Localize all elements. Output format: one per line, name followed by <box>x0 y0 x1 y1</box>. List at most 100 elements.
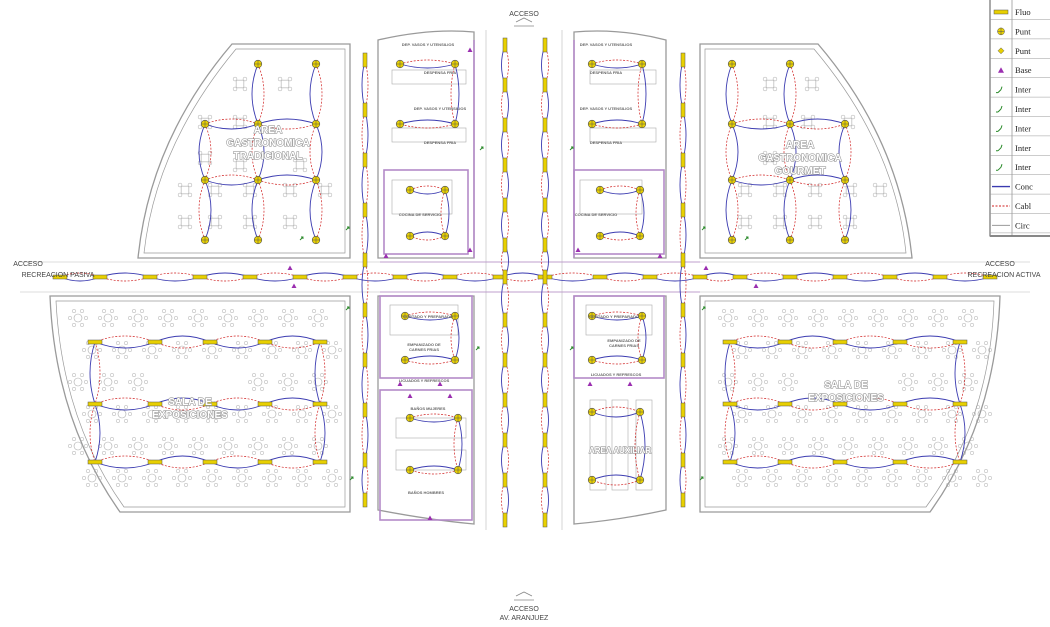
cable-segment <box>899 403 961 411</box>
fluorescent-icon <box>502 269 508 285</box>
wall-central-upper-right <box>573 30 667 259</box>
round-table-set <box>141 469 163 487</box>
table-set <box>842 214 858 230</box>
cable-segment <box>257 123 317 130</box>
fluorescent-icon <box>952 459 968 465</box>
cable-segment <box>198 179 206 241</box>
light-point-icon <box>405 231 415 241</box>
conduit-segment <box>679 159 684 211</box>
conduit-segment <box>682 309 687 361</box>
round-table-set <box>897 309 919 327</box>
cable-segment <box>209 455 266 463</box>
conduit-segment <box>457 417 463 471</box>
fluorescent-icon <box>932 274 948 280</box>
table-set <box>842 182 858 198</box>
conduit-segment <box>404 355 456 361</box>
counter <box>611 399 629 491</box>
cable-segment <box>204 123 212 181</box>
room-label-gourmet-2: GASTRONOMICA <box>758 153 841 164</box>
fluorescent-icon <box>680 252 686 268</box>
conduit-segment <box>725 179 733 241</box>
switch-icon <box>345 226 350 231</box>
conduit-segment <box>264 397 321 405</box>
conduit-segment <box>409 231 446 237</box>
light-point-icon <box>587 407 597 417</box>
round-table-set <box>911 405 933 423</box>
conduit-segment <box>591 411 641 418</box>
light-point-icon <box>453 465 463 475</box>
fluorescent-icon <box>312 459 328 465</box>
fluorescent-icon <box>257 401 273 407</box>
light-point-icon <box>400 311 410 321</box>
cable-segment <box>591 311 643 317</box>
access-labels: ACCESO ACCESO RECREACION PASIVA ACCESO R… <box>13 11 1041 622</box>
fluorescent-icon <box>362 252 368 268</box>
fluorescent-icon <box>242 274 258 280</box>
room-label-sala-right-1: SALA DE <box>824 380 868 391</box>
conduit-segment <box>649 276 701 282</box>
cable-segment <box>682 359 687 411</box>
conduit-segment <box>264 455 321 463</box>
cable-segment <box>409 469 459 475</box>
cable-segment <box>635 189 641 237</box>
conduit-segment <box>251 179 259 241</box>
fluorescent-icon <box>502 392 508 408</box>
conduit-segment <box>731 179 791 186</box>
cable-segment <box>599 276 651 282</box>
fluorescent-icon <box>542 37 548 53</box>
cable-segment <box>149 272 201 278</box>
fluorescent-icon <box>680 452 686 468</box>
switch-icon <box>569 146 574 151</box>
outlet-base-icon <box>703 265 709 270</box>
round-table-set <box>291 341 313 359</box>
outlet-base-icon <box>587 381 593 386</box>
fluorescent-icon <box>680 352 686 368</box>
cable-segment <box>729 455 786 463</box>
cable-segment <box>729 397 786 405</box>
round-table-set <box>867 437 889 455</box>
round-table-set <box>821 405 843 423</box>
round-table-set <box>837 437 859 455</box>
cable-segment <box>251 123 259 181</box>
round-table-set <box>67 373 89 391</box>
fluorescent-icon <box>542 117 548 133</box>
conduit-segment <box>783 63 791 125</box>
outlet-base-icon <box>407 393 413 398</box>
room-label-tradicional-2: GASTRONOMICA <box>226 138 309 149</box>
conduit-segment <box>89 341 96 405</box>
conduit-segment <box>399 272 451 278</box>
light-point-icon <box>727 175 737 185</box>
round-table-set <box>881 405 903 423</box>
fluorescent-icon <box>782 274 798 280</box>
switch-cross-icon <box>996 164 1003 171</box>
cable-segment <box>731 179 739 241</box>
round-table-set <box>897 373 919 391</box>
cable-segment <box>409 235 446 241</box>
light-point-icon <box>450 311 460 321</box>
fluorescent-icon <box>52 274 68 280</box>
small-label-dep-vasos-l: DEP. VASOS Y UTENSILIOS <box>402 42 455 47</box>
fluorescent-icon <box>502 432 508 448</box>
cable-segment <box>838 179 846 241</box>
light-point-icon <box>450 59 460 69</box>
conduit-segment <box>404 315 456 321</box>
cable-segment <box>899 341 961 349</box>
cable-segment <box>591 479 641 486</box>
fluorescent-icon <box>892 339 908 345</box>
cable-segment <box>89 403 96 463</box>
switch-icon <box>345 306 350 311</box>
fluorescent-icon <box>502 157 508 173</box>
cable-segment <box>731 118 791 125</box>
cable-segment <box>954 403 961 463</box>
conduit-segment <box>154 335 211 343</box>
light-point-icon <box>637 59 647 69</box>
cable-segment <box>682 159 687 211</box>
fluorescent-icon <box>502 312 508 328</box>
cable-segment <box>257 63 265 125</box>
outlet-base-icon <box>467 247 473 252</box>
round-table-set <box>81 469 103 487</box>
fluorescent-icon <box>542 269 548 285</box>
fluorescent-icon <box>362 302 368 318</box>
light-point-icon <box>450 355 460 365</box>
fluorescent-icon <box>362 452 368 468</box>
